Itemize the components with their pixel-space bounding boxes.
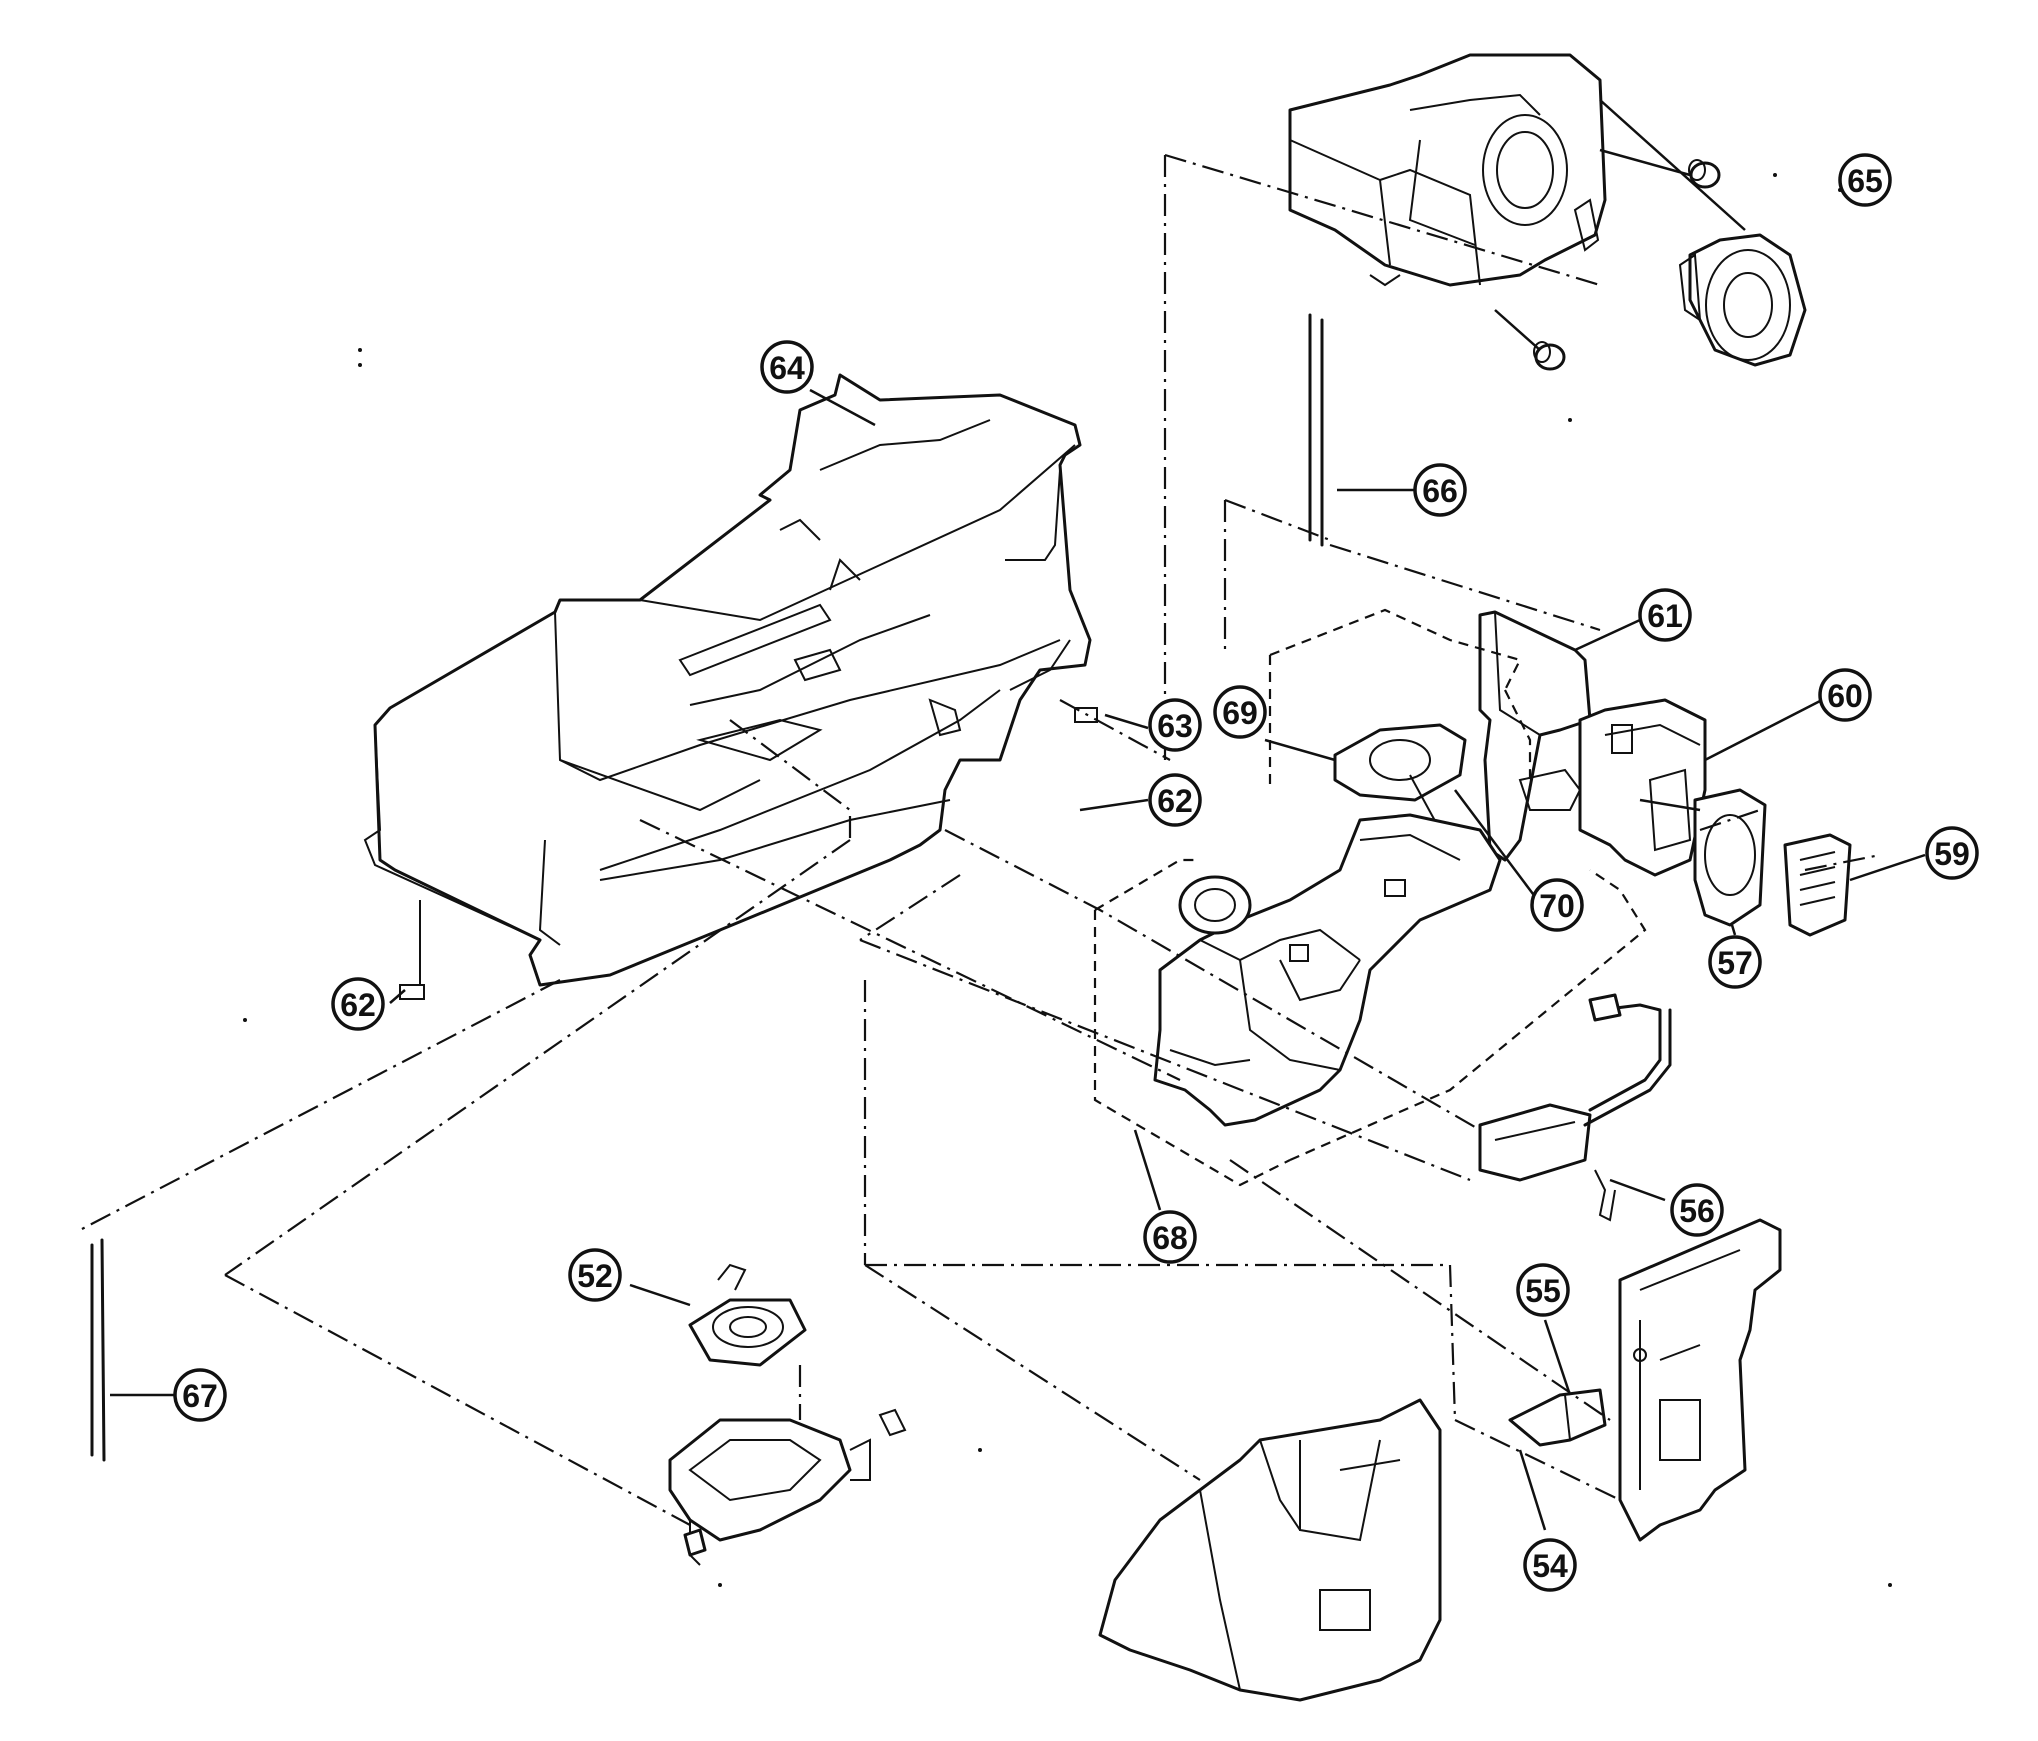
leader-lines xyxy=(110,388,1926,1531)
svg-text:62: 62 xyxy=(340,987,376,1023)
fan-52 xyxy=(688,1263,807,1367)
svg-text:57: 57 xyxy=(1717,945,1753,981)
bracket-61 xyxy=(1478,610,1592,862)
lamp-unit-boundary xyxy=(1268,608,1532,790)
screw-lower xyxy=(1533,341,1566,371)
callout-59: 59 xyxy=(1925,826,1979,880)
svg-text:61: 61 xyxy=(1647,598,1683,634)
lower-chassis xyxy=(1098,1398,1442,1702)
svg-text:56: 56 xyxy=(1679,1193,1715,1229)
svg-text:59: 59 xyxy=(1934,836,1970,872)
speaker-65 xyxy=(1678,233,1807,367)
svg-text:54: 54 xyxy=(1532,1548,1568,1584)
callout-68: 68 xyxy=(1143,1210,1197,1264)
speaker-box xyxy=(1288,53,1607,287)
clip-62-left-part xyxy=(399,984,425,1000)
rod-66 xyxy=(1308,313,1324,547)
svg-text:64: 64 xyxy=(769,350,805,386)
callout-52: 52 xyxy=(568,1248,622,1302)
callout-61: 61 xyxy=(1638,588,1692,642)
callout-67: 67 xyxy=(173,1368,227,1422)
harness-56 xyxy=(1478,993,1672,1222)
callout-55: 55 xyxy=(1516,1263,1570,1317)
unit-60 xyxy=(1518,698,1707,877)
scan-specks xyxy=(243,173,1892,1587)
callout-65: 65 xyxy=(1838,153,1892,207)
callout-60: 60 xyxy=(1818,668,1872,722)
clip-63-part xyxy=(1074,707,1098,723)
callout-57: 57 xyxy=(1708,935,1762,989)
screw-upper xyxy=(1688,159,1721,189)
callout-69: 69 xyxy=(1213,685,1267,739)
optical-block-68 xyxy=(1153,813,1502,1127)
cabinet-assembly-64 xyxy=(363,373,1098,1000)
svg-text:65: 65 xyxy=(1847,163,1883,199)
switch-55 xyxy=(1508,1388,1607,1447)
svg-text:69: 69 xyxy=(1222,695,1258,731)
board-54 xyxy=(1618,1218,1782,1542)
svg-text:60: 60 xyxy=(1827,678,1863,714)
optical-unit-boundary xyxy=(1093,858,1647,1187)
svg-text:52: 52 xyxy=(577,1258,613,1294)
rod-67 xyxy=(90,1238,106,1462)
svg-text:68: 68 xyxy=(1152,1220,1188,1256)
callout-56: 56 xyxy=(1670,1183,1724,1237)
callout-62-left: 62 xyxy=(331,977,385,1031)
svg-text:67: 67 xyxy=(182,1378,218,1414)
callout-63: 63 xyxy=(1148,698,1202,752)
lamp-69 xyxy=(1333,723,1467,831)
svg-text:62: 62 xyxy=(1157,783,1193,819)
svg-text:63: 63 xyxy=(1157,708,1193,744)
callout-62-center: 62 xyxy=(1148,773,1202,827)
svg-text:70: 70 xyxy=(1539,888,1575,924)
svg-text:66: 66 xyxy=(1422,473,1458,509)
callout-66: 66 xyxy=(1413,463,1467,517)
svg-text:55: 55 xyxy=(1525,1273,1561,1309)
fan-57 xyxy=(1693,788,1767,927)
fan-bracket xyxy=(668,1408,907,1566)
filter-59 xyxy=(1783,833,1852,937)
callout-54: 54 xyxy=(1523,1538,1577,1592)
callout-64: 64 xyxy=(760,340,814,394)
callout-70: 70 xyxy=(1530,878,1584,932)
assembly-guide-lines xyxy=(79,153,1881,1526)
